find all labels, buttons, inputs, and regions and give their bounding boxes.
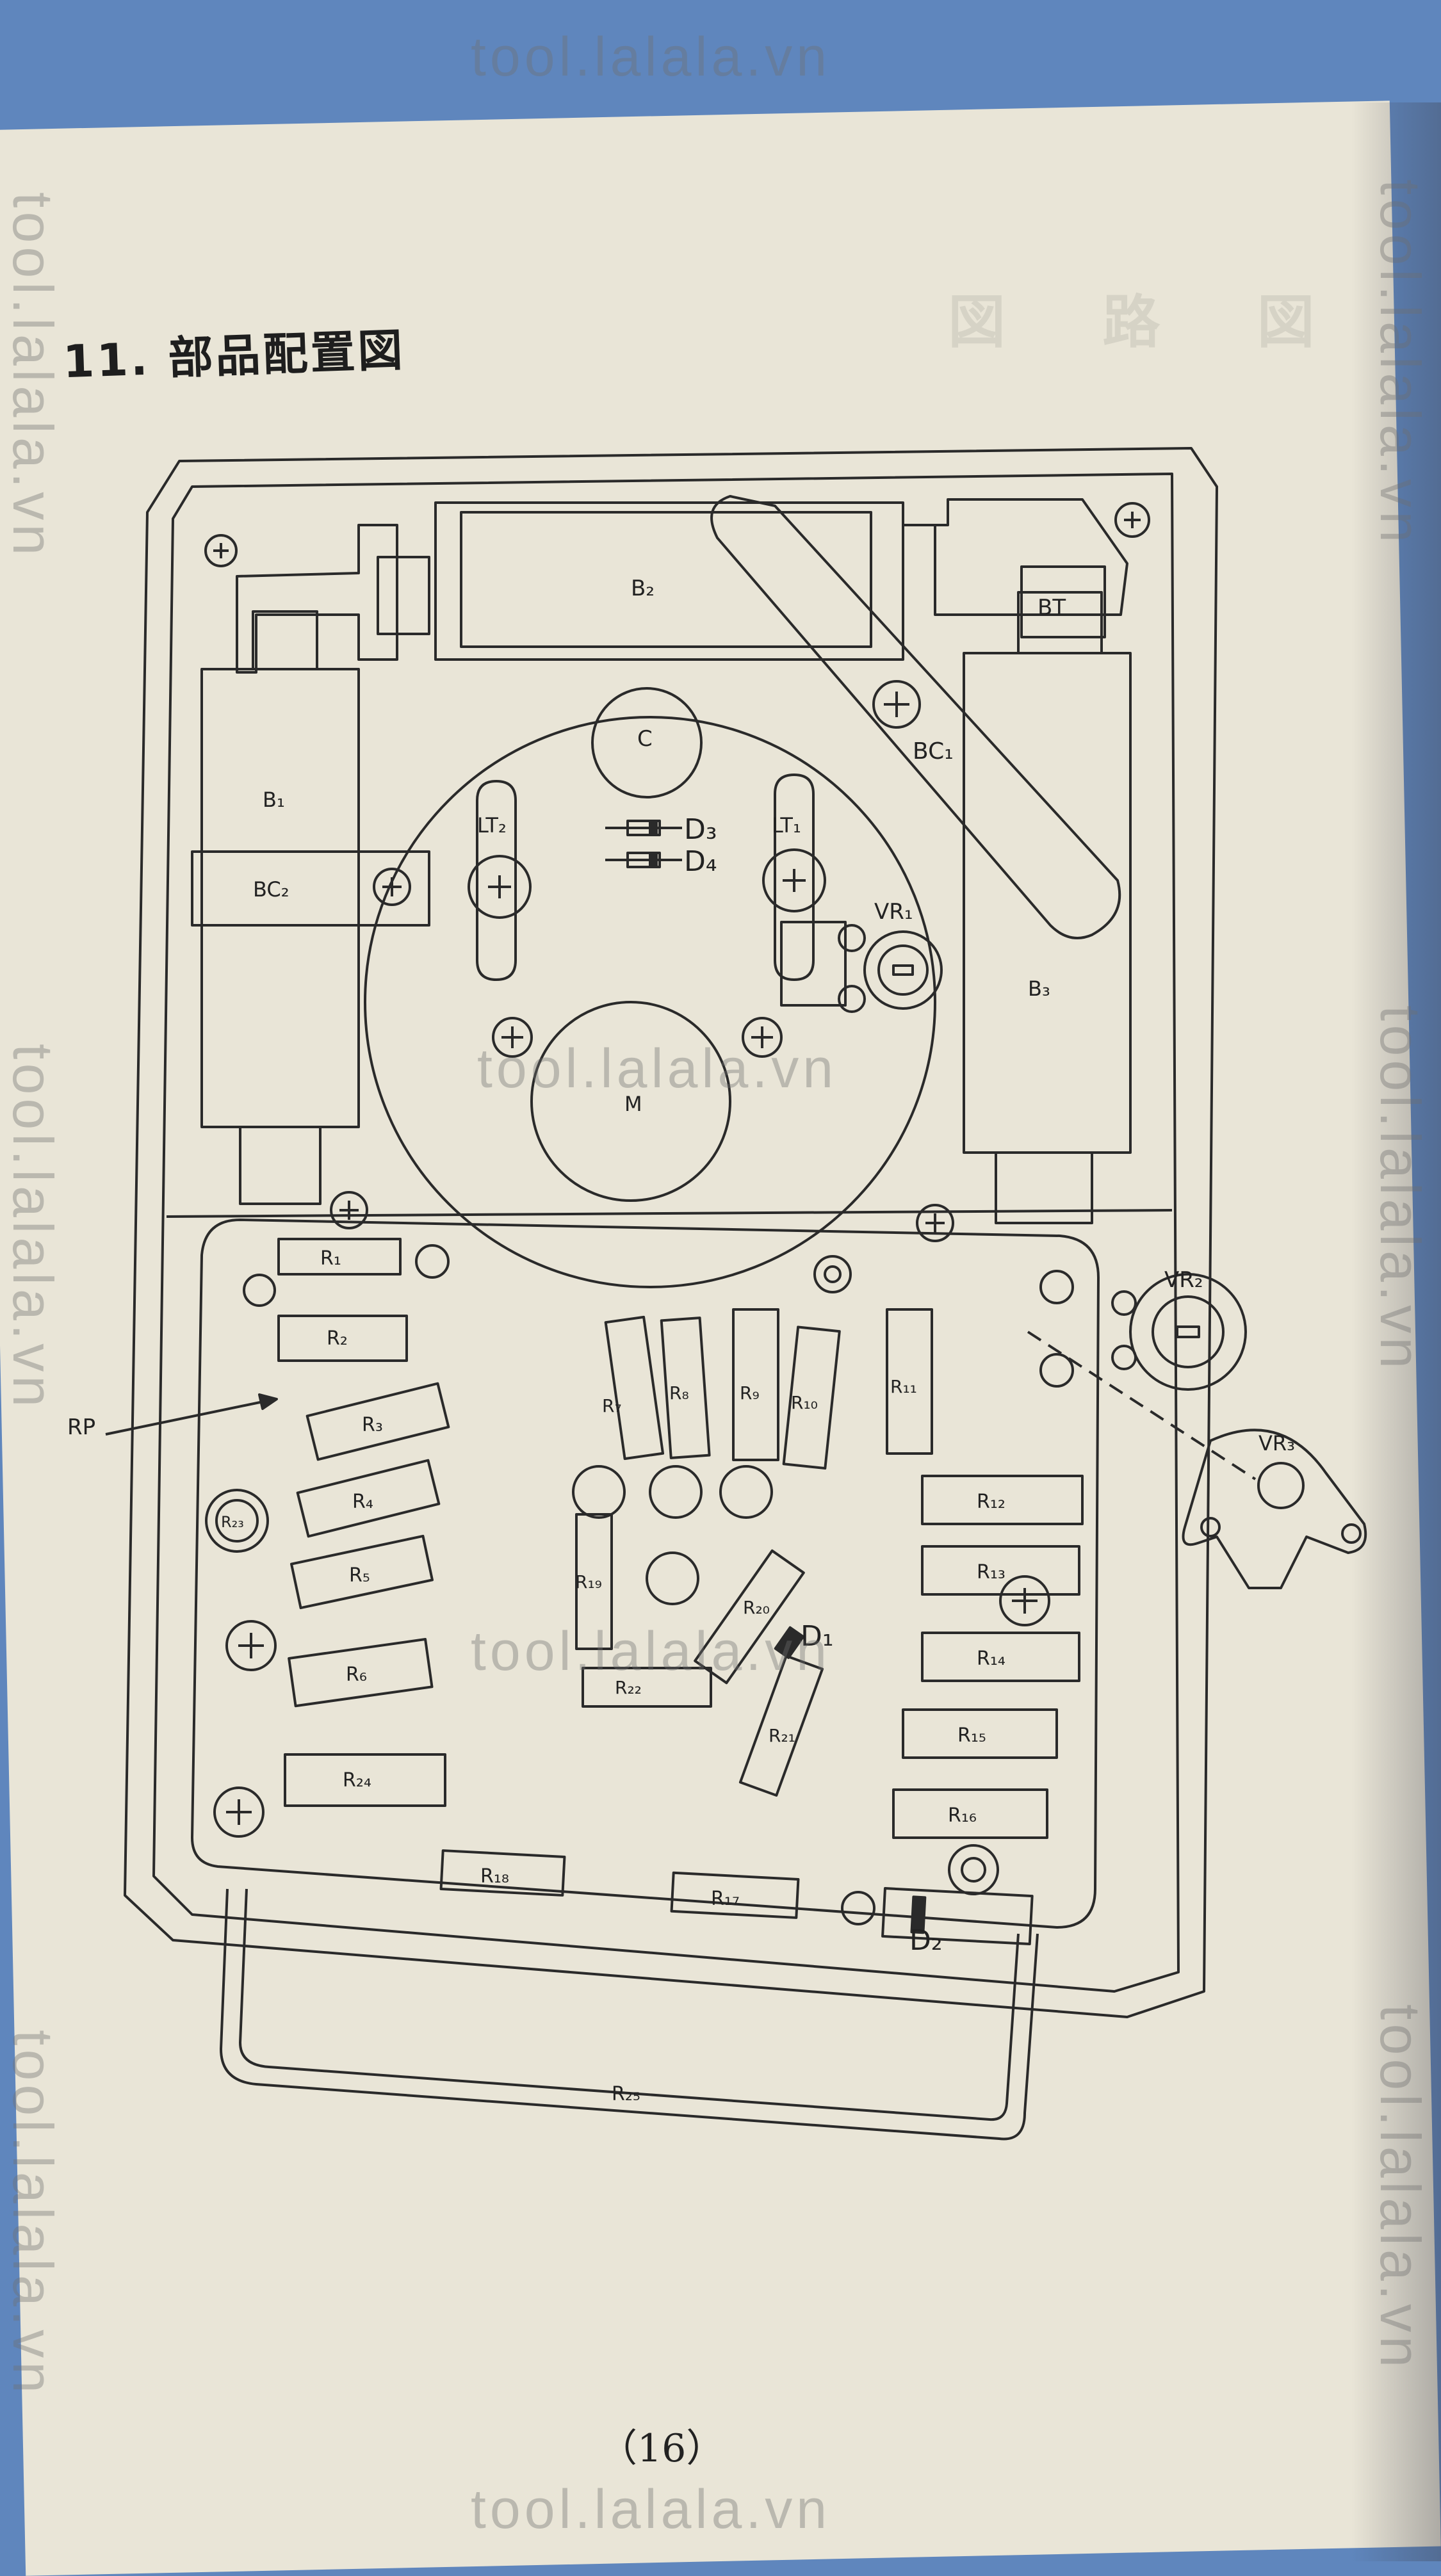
label-lt1: LT₁ [772,813,801,838]
battery-terminal-bt [1020,565,1106,638]
label-r8: R₈ [669,1382,689,1404]
label-lt2: LT₂ [477,813,507,838]
label-r22: R₂₂ [615,1677,642,1698]
label-r7: R₇ [602,1395,622,1416]
capacitor-c [591,687,703,798]
label-r1: R₁ [320,1247,341,1270]
label-r11: R₁₁ [890,1376,917,1397]
b3-top-cap [1017,591,1103,654]
label-r23: R₂₃ [221,1513,244,1531]
label-vr3: VR₃ [1258,1431,1295,1455]
housing-inner-outline [152,473,1180,1993]
label-r24: R₂₄ [343,1769,371,1792]
label-c: C [637,726,653,752]
label-b2: B₂ [631,576,655,601]
label-d4: D₄ [684,845,717,878]
corner-screw-top-right [1114,502,1150,538]
rp-arrow-head [258,1393,278,1410]
battery-b2-inner [460,511,872,648]
label-bt: BT [1038,595,1066,620]
watermark-top: tool.lalala.vn [471,26,831,88]
label-d3: D₃ [684,813,717,846]
battery-clip-bc1 [710,495,1121,939]
resistor-r25-wire-inner [239,1888,1020,2121]
label-r13: R₁₃ [977,1561,1005,1584]
label-b3: B₃ [1028,976,1050,1001]
label-r9: R₉ [740,1382,760,1404]
label-r20: R₂₀ [743,1597,770,1618]
page-curl-shadow [1351,102,1441,2561]
label-r6: R₆ [346,1664,367,1686]
label-r21: R₂₁ [769,1725,795,1746]
meter-disc [364,716,936,1288]
disc-screw-left [492,1017,533,1058]
label-bc2: BC₂ [253,877,289,902]
label-r17: R₁₇ [711,1888,740,1910]
label-r14: R₁₄ [977,1648,1005,1670]
label-d1: D₁ [801,1620,834,1653]
label-rp: RP [67,1414,95,1440]
vr3-leader-dashed [1027,1331,1257,1480]
trimmer-vr3 [1182,1429,1367,1589]
label-b1: B₁ [263,788,285,812]
watermark-left-3: tool.lalala.vn [1,2030,65,2397]
label-d2: D₂ [909,1924,943,1957]
battery-clip-bc2 [191,850,430,927]
connector-left [236,524,398,674]
page-number: （16） [599,2426,725,2471]
label-r19: R₁₉ [575,1571,602,1592]
b1-end-cap [239,1126,322,1205]
disc-screw-right [742,1017,783,1058]
diode-d4 [605,852,682,868]
label-r25: R₂₅ [612,2083,640,2105]
label-m: M [624,1092,642,1116]
label-r16: R₁₆ [948,1804,977,1827]
label-r4: R₄ [352,1491,373,1513]
watermark-mid: tool.lalala.vn [471,1621,831,1682]
label-r3: R₃ [362,1414,383,1436]
label-vr2: VR₂ [1164,1267,1203,1293]
label-vr1: VR₁ [874,899,913,925]
resistors [277,1238,1084,1945]
watermark-right-3: tool.lalala.vn [1369,2004,1432,2372]
housing-outline [124,447,1218,2018]
watermark-center: tool.lalala.vn [477,1038,838,1099]
diode-d3 [605,820,682,836]
rp-arrow [105,1398,276,1436]
watermark-right-2: tool.lalala.vn [1369,1005,1432,1373]
connector-right [903,498,1128,616]
label-r18: R₁₈ [480,1865,509,1888]
bc2-screw [373,868,411,906]
label-r15: R₁₅ [957,1724,986,1747]
trimmer-vr1 [780,921,943,1013]
watermark-bottom: tool.lalala.vn [471,2479,831,2540]
label-r12: R₁₂ [977,1491,1005,1513]
pcb-screws [213,1191,1050,1838]
lamp-lt1 [762,774,826,981]
watermark-right-1: tool.lalala.vn [1369,179,1432,547]
connector-block [377,556,430,635]
label-r5: R₅ [349,1564,370,1587]
watermark-left-2: tool.lalala.vn [1,1044,65,1411]
resistor-r23 [205,1489,269,1553]
label-r10: R₁₀ [791,1392,818,1413]
bleed-through-text: 図 路 図 [948,289,1353,356]
bc1-screw [872,680,921,729]
battery-b3 [963,652,1132,1154]
b3-end-cap [995,1151,1093,1224]
corner-screw-top-left [204,534,238,567]
b1-top-cap [252,610,318,670]
divider-line [166,1209,1173,1218]
pcb-holes [243,1244,1074,1925]
label-r2: R₂ [327,1327,348,1350]
resistor-r25-wire [220,1888,1039,2141]
watermark-left-1: tool.lalala.vn [1,192,65,560]
printed-board-rp [191,1219,1100,1929]
battery-b2 [434,501,904,661]
motor-m [530,1001,731,1202]
trimmer-vr2 [1111,1273,1247,1391]
lamp-lt2 [468,780,532,981]
label-bc1: BC₁ [913,738,954,765]
